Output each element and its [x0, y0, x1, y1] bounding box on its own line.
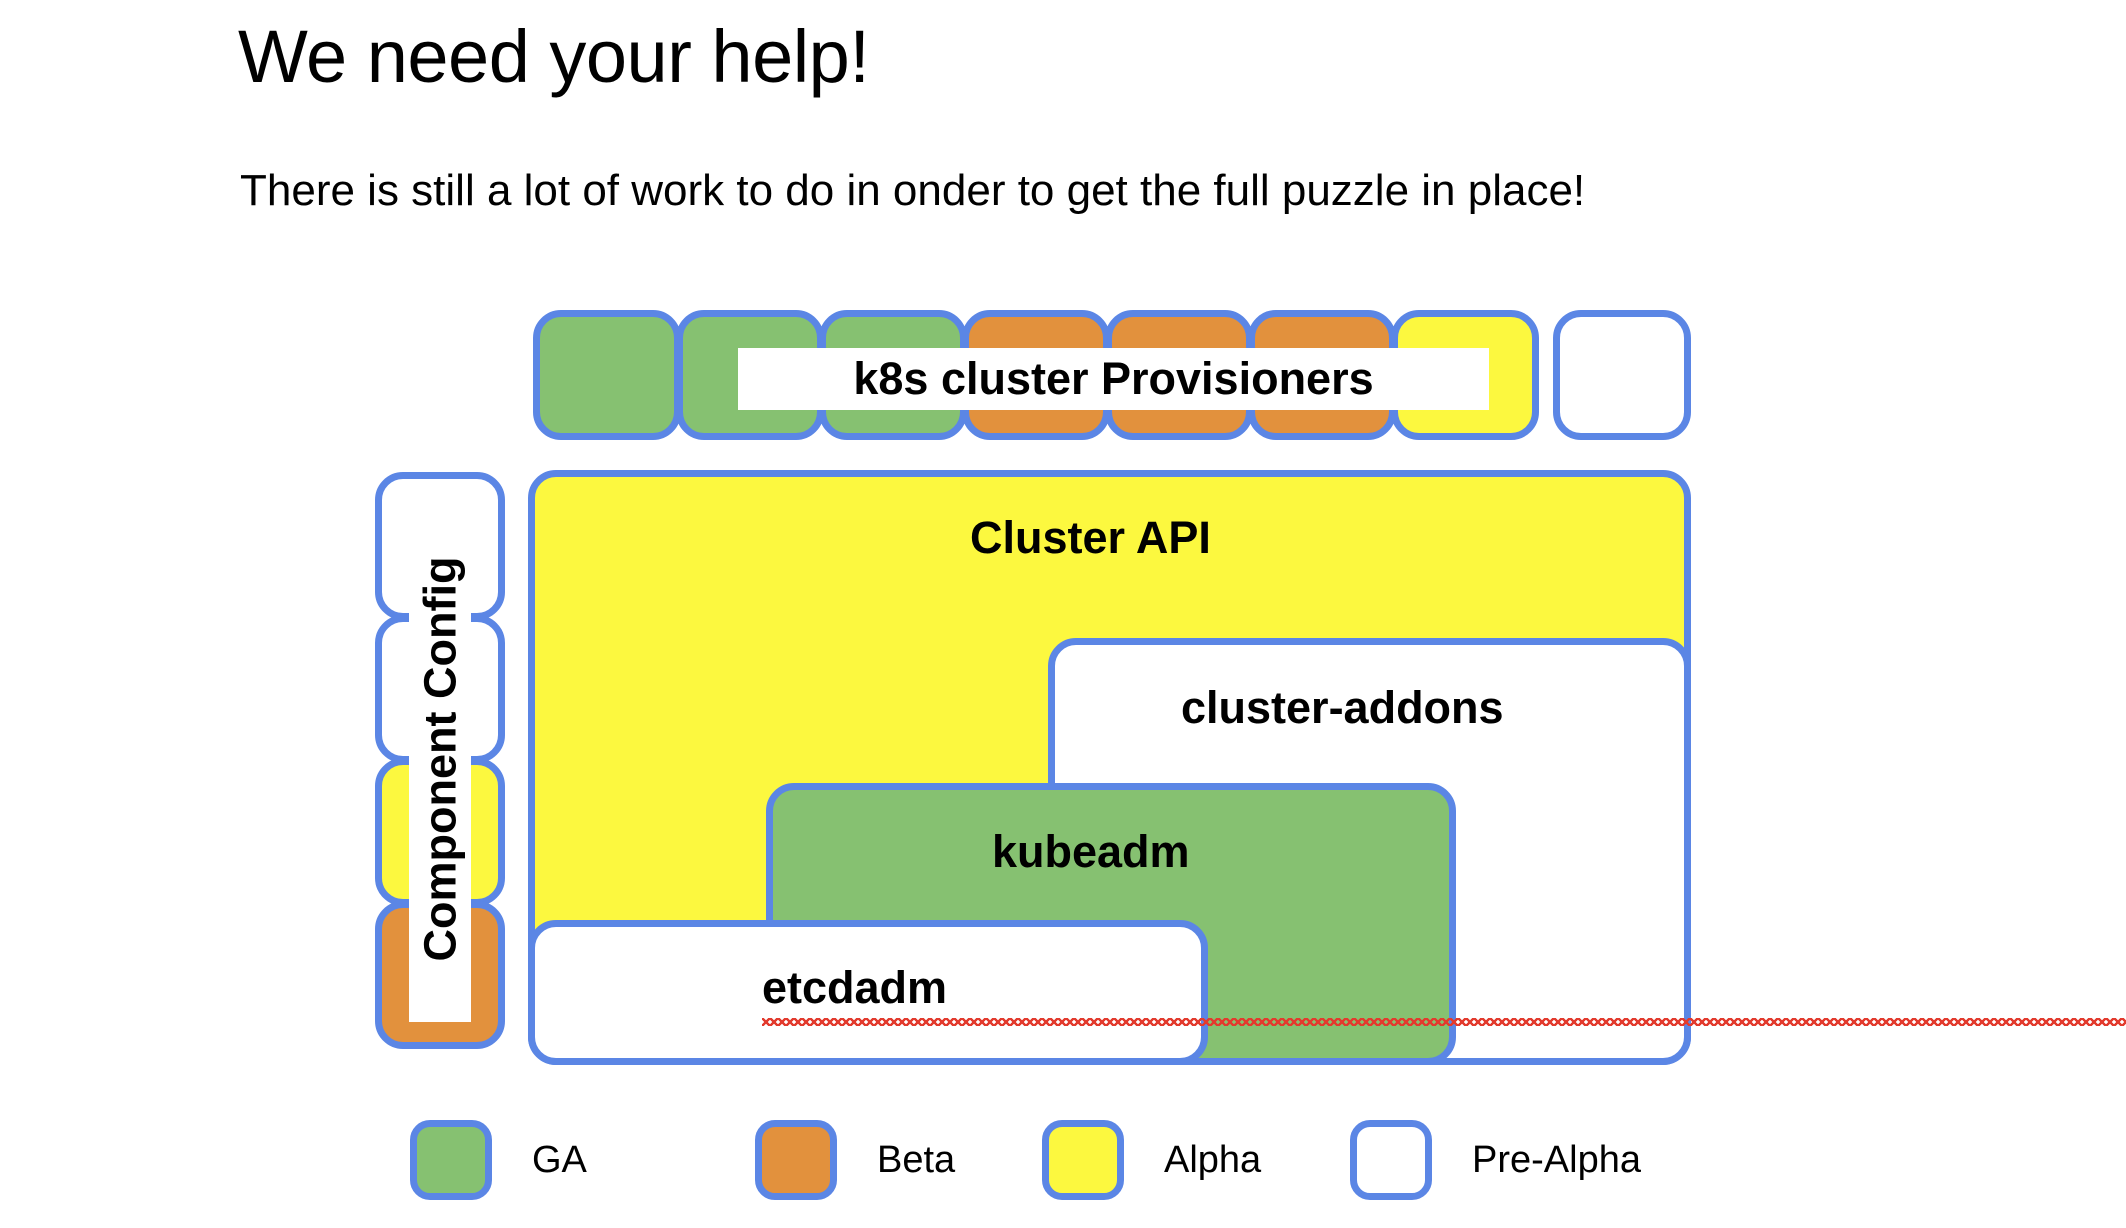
page-subtitle: There is still a lot of work to do in on…	[240, 166, 1586, 215]
cluster-addons-label: cluster-addons	[1181, 682, 1504, 733]
legend: GA Beta Alpha Pre-Alpha	[0, 1118, 2126, 1218]
provisioner-tile-8[interactable]	[1553, 310, 1691, 440]
legend-item-ga: GA	[410, 1118, 587, 1202]
legend-item-pre-alpha: Pre-Alpha	[1350, 1118, 1641, 1202]
legend-swatch-pre-alpha	[1350, 1120, 1432, 1200]
legend-item-alpha: Alpha	[1042, 1118, 1261, 1202]
provisioner-tile-1[interactable]	[533, 310, 681, 440]
kubeadm-label: kubeadm	[992, 826, 1190, 877]
legend-swatch-beta	[755, 1120, 837, 1200]
page-title: We need your help!	[238, 15, 870, 98]
legend-label-alpha: Alpha	[1164, 1138, 1262, 1181]
component-config-label: Component Config	[414, 556, 466, 961]
provisioners-label: k8s cluster Provisioners	[738, 348, 1489, 410]
legend-label-beta: Beta	[877, 1138, 956, 1181]
etcdadm-label: etcdadm	[762, 962, 2126, 1026]
legend-item-beta: Beta	[755, 1118, 955, 1202]
cluster-api-label: Cluster API	[970, 512, 1211, 563]
etcdadm-box[interactable]	[528, 920, 1208, 1065]
legend-swatch-alpha	[1042, 1120, 1124, 1200]
legend-label-pre-alpha: Pre-Alpha	[1472, 1138, 1641, 1181]
legend-swatch-ga	[410, 1120, 492, 1200]
stack-group: Cluster API cluster-addons kubeadm etcda…	[0, 0, 2126, 1065]
legend-label-ga: GA	[532, 1138, 587, 1181]
component-config-label-plate: Component Config	[409, 495, 471, 1022]
